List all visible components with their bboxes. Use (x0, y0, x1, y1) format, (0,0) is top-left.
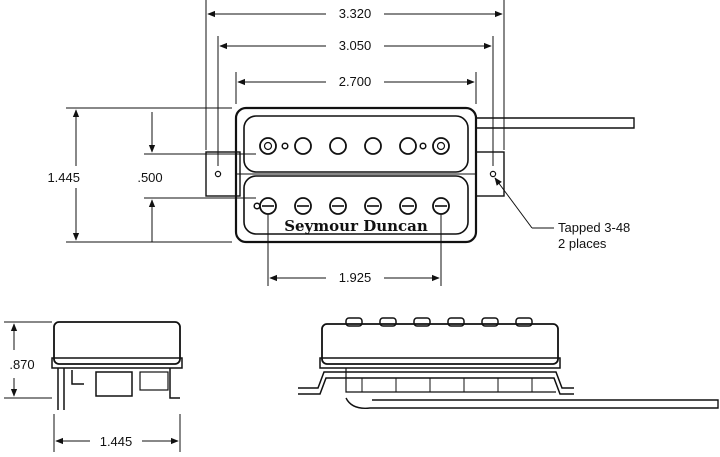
front-pole-bumps (345, 317, 533, 327)
front-lead-wire (345, 397, 719, 409)
dim-overall-height: 1.445 (47, 107, 232, 243)
dim-pole-spacing: 1.925 (267, 214, 442, 286)
dim-label-side-height: .870 (9, 357, 34, 372)
tapped-hole-callout: Tapped 3-48 2 places (494, 177, 630, 251)
dim-overall-width: 3.320 (205, 0, 505, 150)
dim-label-overall-width: 3.320 (339, 6, 372, 21)
front-cover (321, 323, 559, 365)
dim-label-overall-height: 1.445 (47, 170, 80, 185)
callout-line-1: Tapped 3-48 (558, 220, 630, 235)
top-view: Seymour Duncan 3.320 3.050 2.700 (47, 0, 635, 286)
dim-label-coil-spacing: .500 (137, 170, 162, 185)
upper-pole-pieces (259, 137, 450, 155)
dim-label-cover-width: 2.700 (339, 74, 372, 89)
dim-cover-width: 2.700 (235, 72, 477, 104)
dim-side-height: .870 (4, 321, 52, 399)
callout-line-2: 2 places (558, 236, 607, 251)
lead-wire (476, 117, 635, 129)
front-view (298, 317, 719, 409)
dim-label-mount-width: 3.050 (339, 38, 372, 53)
dim-side-width: 1.445 (53, 414, 181, 452)
dim-mount-width: 3.050 (217, 36, 494, 166)
brand-logo-text: Seymour Duncan (284, 217, 428, 235)
dim-coil-spacing: .500 (137, 112, 256, 242)
side-cover (53, 321, 181, 365)
lower-pole-screws (253, 197, 450, 215)
lower-coil (243, 175, 469, 235)
mount-hole-right (489, 170, 497, 178)
upper-coil (243, 115, 469, 173)
base-plate (298, 371, 574, 389)
dim-label-side-width: 1.445 (100, 434, 133, 449)
side-view: .870 1.445 (4, 321, 183, 452)
pickup-cover (234, 106, 478, 244)
mount-hole-left (214, 170, 222, 178)
dim-label-pole-spacing: 1.925 (339, 270, 372, 285)
